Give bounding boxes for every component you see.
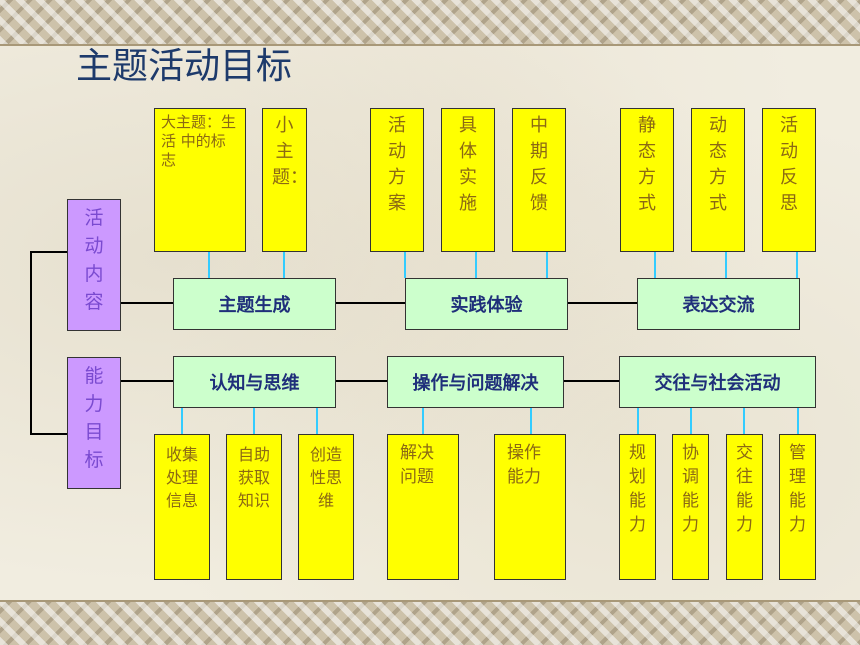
bracket-vertical bbox=[30, 251, 32, 435]
connector bbox=[422, 408, 424, 434]
bracket-top bbox=[30, 251, 67, 253]
connector bbox=[796, 252, 798, 278]
connector bbox=[253, 408, 255, 434]
hub-social-activities: 交往与社会活动 bbox=[619, 356, 816, 408]
connector bbox=[530, 408, 532, 434]
item-static-mode: 静态方式 bbox=[620, 108, 674, 252]
border-bottom-line bbox=[0, 600, 860, 602]
connector bbox=[181, 408, 183, 434]
hub-theme-generation: 主题生成 bbox=[173, 278, 336, 330]
connector bbox=[475, 252, 477, 278]
item-small-theme: 小主题： bbox=[262, 108, 307, 252]
item-coordination-ability: 协调能力 bbox=[672, 434, 709, 580]
connector bbox=[316, 408, 318, 434]
border-top-line bbox=[0, 44, 860, 46]
item-creative-thinking: 创造性思维 bbox=[298, 434, 354, 580]
connector bbox=[725, 252, 727, 278]
row-label-ability: 能力目标 bbox=[67, 357, 121, 489]
bracket-bottom bbox=[30, 433, 67, 435]
item-activity-plan: 活动方案 bbox=[370, 108, 424, 252]
connector bbox=[797, 408, 799, 434]
content-row-line bbox=[121, 302, 639, 304]
row-label-content: 活动内容 bbox=[67, 199, 121, 331]
connector bbox=[404, 252, 406, 278]
item-self-acquire-knowledge: 自助获取知识 bbox=[226, 434, 282, 580]
connector bbox=[654, 252, 656, 278]
connector bbox=[637, 408, 639, 434]
decorative-border-top bbox=[0, 0, 860, 44]
item-problem-solving: 解决问题 bbox=[387, 434, 459, 580]
ability-row-line bbox=[121, 380, 621, 382]
page-title: 主题活动目标 bbox=[76, 46, 293, 87]
item-communication-ability: 交往能力 bbox=[726, 434, 763, 580]
item-operation-ability: 操作能力 bbox=[494, 434, 566, 580]
decorative-border-bottom bbox=[0, 601, 860, 645]
hub-cognition-thinking: 认知与思维 bbox=[173, 356, 336, 408]
item-collect-information: 收集处理信息 bbox=[154, 434, 210, 580]
item-dynamic-mode: 动态方式 bbox=[691, 108, 745, 252]
item-implementation: 具体实施 bbox=[441, 108, 495, 252]
connector bbox=[690, 408, 692, 434]
hub-expression-exchange: 表达交流 bbox=[637, 278, 800, 330]
item-midterm-feedback: 中期反馈 bbox=[512, 108, 566, 252]
item-management-ability: 管理能力 bbox=[779, 434, 816, 580]
connector bbox=[283, 252, 285, 278]
item-big-theme: 大主题：生 活 中的标 志 bbox=[154, 108, 246, 252]
connector bbox=[546, 252, 548, 278]
item-reflection: 活动反思 bbox=[762, 108, 816, 252]
connector bbox=[208, 252, 210, 278]
hub-operation-problem-solving: 操作与问题解决 bbox=[387, 356, 564, 408]
item-planning-ability: 规划能力 bbox=[619, 434, 656, 580]
connector bbox=[743, 408, 745, 434]
hub-practice-experience: 实践体验 bbox=[405, 278, 568, 330]
